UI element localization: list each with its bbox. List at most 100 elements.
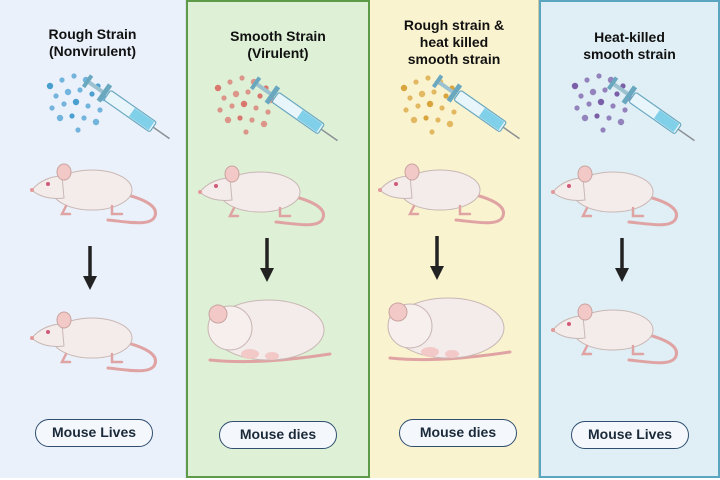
bacteria-dot — [257, 93, 263, 99]
bacteria-dot — [439, 105, 445, 111]
bacteria-dot — [81, 115, 87, 121]
syringe-icon — [247, 73, 344, 150]
bacteria-dot — [56, 114, 64, 122]
panel-mixed-strain: Rough strain & heat killed smooth strain… — [370, 0, 539, 478]
title-line: Smooth Strain — [230, 28, 326, 44]
bacteria-dot — [602, 87, 608, 93]
bacteria-dot — [589, 88, 597, 96]
bacteria-dot — [407, 95, 413, 101]
panel-smooth-strain: Smooth Strain (Virulent) Mouse dies — [186, 0, 370, 478]
bacteria-dot — [600, 127, 606, 133]
bacteria-dot — [61, 101, 67, 107]
bacteria-dots — [214, 75, 276, 135]
bacteria-dot — [597, 98, 605, 106]
title-line: Rough Strain — [48, 26, 137, 42]
down-arrow-icon — [428, 234, 446, 282]
bacteria-dot — [423, 115, 429, 121]
panel-rough-strain: Rough Strain (Nonvirulent) Mouse Lives — [0, 0, 186, 478]
bacteria-dot — [97, 107, 103, 113]
bacteria-dot — [237, 115, 243, 121]
bacteria-dot — [400, 84, 408, 92]
result-badge: Mouse dies — [219, 421, 337, 449]
bacteria-dot — [265, 109, 271, 115]
bacteria-dot — [584, 77, 590, 83]
mouse-icon — [549, 302, 679, 365]
result-badge: Mouse dies — [399, 419, 517, 447]
bacteria-dot — [243, 129, 249, 135]
bacteria-dot — [77, 87, 83, 93]
bacteria-dot — [224, 116, 232, 124]
bacteria-dot — [431, 89, 437, 95]
bacteria-dot — [249, 117, 255, 123]
panel-illustration — [376, 71, 526, 362]
mouse-icon — [28, 162, 158, 225]
bacteria-dot — [435, 117, 441, 123]
syringe-icon — [79, 71, 176, 148]
bacteria-dot — [574, 105, 580, 111]
bacteria-dot — [253, 105, 259, 111]
bacteria-dot — [610, 103, 616, 109]
syringe-icon — [429, 71, 526, 148]
bacteria-dot — [617, 118, 625, 126]
bacteria-dot — [260, 120, 268, 128]
bacteria-dot — [46, 82, 54, 90]
dead-mouse-icon — [206, 298, 332, 364]
bacteria-dot — [240, 100, 248, 108]
bacteria-dot — [418, 90, 426, 98]
bacteria-dot — [606, 115, 612, 121]
bacteria-dot — [594, 113, 600, 119]
bacteria-dot — [245, 89, 251, 95]
panel-title: Heat-killed smooth strain — [541, 29, 718, 63]
bacteria-dot — [49, 105, 55, 111]
bacteria-dot — [53, 93, 59, 99]
bacteria-dot — [578, 93, 584, 99]
bacteria-dot — [239, 75, 245, 81]
bacteria-dot — [622, 107, 628, 113]
bacteria-dot — [69, 113, 75, 119]
panel-illustration — [28, 71, 176, 373]
panel-title: Smooth Strain (Virulent) — [188, 28, 368, 62]
bacteria-dot — [425, 75, 431, 81]
title-line: (Virulent) — [247, 45, 309, 61]
bacteria-dot — [571, 82, 579, 90]
mouse-icon — [376, 162, 506, 225]
bacteria-dot — [413, 79, 419, 85]
bacteria-dot — [586, 101, 592, 107]
bacteria-dot — [71, 73, 77, 79]
panel-illustration — [196, 73, 344, 364]
title-line: (Nonvirulent) — [48, 43, 137, 59]
bacteria-dot — [429, 129, 435, 135]
mouse-icon — [196, 164, 326, 227]
bacteria-dots — [400, 75, 462, 135]
mouse-icon — [549, 164, 679, 227]
bacteria-dot — [75, 127, 81, 133]
dead-mouse-icon — [386, 296, 512, 362]
syringe-icon — [604, 73, 701, 150]
bacteria-dot — [64, 88, 72, 96]
bacteria-dot — [59, 77, 65, 83]
bacteria-dot — [72, 98, 80, 106]
panel-heat-killed: Heat-killed smooth strain Mouse Lives — [539, 0, 720, 478]
bacteria-dot — [92, 118, 100, 126]
title-line: smooth strain — [407, 51, 501, 67]
bacteria-dot — [221, 95, 227, 101]
bacteria-dot — [446, 120, 454, 128]
bacteria-dot — [227, 79, 233, 85]
result-badge: Mouse Lives — [571, 421, 689, 449]
bacteria-dot — [403, 107, 409, 113]
panel-illustration — [549, 73, 701, 365]
result-badge: Mouse Lives — [35, 419, 153, 447]
bacteria-dot — [596, 73, 602, 79]
bacteria-dot — [443, 93, 449, 99]
bacteria-dot — [85, 103, 91, 109]
title-line: smooth strain — [583, 46, 676, 62]
title-line: heat killed — [419, 34, 489, 50]
bacteria-dot — [232, 90, 240, 98]
bacteria-dot — [229, 103, 235, 109]
bacteria-dots — [571, 73, 633, 133]
bacteria-dot — [426, 100, 434, 108]
bacteria-dot — [415, 103, 421, 109]
bacteria-dot — [451, 109, 457, 115]
bacteria-dot — [89, 91, 95, 97]
bacteria-dot — [410, 116, 418, 124]
